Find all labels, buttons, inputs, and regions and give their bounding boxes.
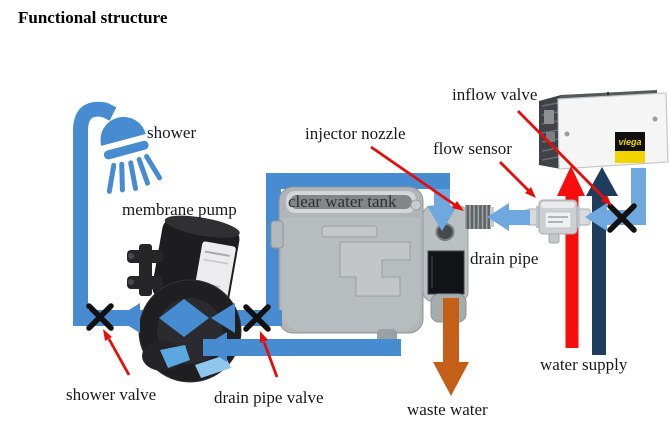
drain-pipe-valve-pointer	[262, 341, 279, 378]
controller-logo-plate	[615, 132, 645, 151]
flow-sensor-icon	[526, 199, 591, 244]
shower-spray-lines	[106, 154, 163, 194]
controller-screw	[652, 116, 658, 122]
shower-valve-pointer	[107, 338, 131, 376]
shower-head-dome	[100, 116, 146, 146]
label-drain-pipe: drain pipe	[470, 249, 539, 268]
controller-vent-patch	[546, 132, 555, 142]
label-inflow-valve: inflow valve	[452, 85, 538, 104]
injector-nozzle-pointer	[370, 145, 456, 207]
controller-logo-band	[615, 151, 645, 163]
inflow-valve-pointer	[517, 110, 606, 200]
tank-rim-knob	[410, 199, 422, 211]
pump-bolt	[128, 253, 134, 259]
annotation-arrows	[103, 110, 612, 378]
tank-left-pipe	[266, 173, 281, 326]
drain-pipe-valve-pointer-head	[260, 331, 268, 343]
injector-nozzle-pointer-head	[452, 201, 464, 211]
pump-bolt	[128, 279, 134, 285]
waste-water-arrow	[433, 298, 469, 396]
hot-supply-arrow	[557, 166, 585, 348]
drain-pipe-valve-x-icon	[243, 304, 271, 332]
flow-sensor-left-flange	[536, 206, 540, 228]
flow-arrow-to-shower	[116, 303, 140, 333]
flow-sensor-label-plate	[544, 211, 572, 229]
pump-blue-diaphragm	[160, 345, 190, 368]
tank-rim-shadow	[290, 195, 412, 209]
label-drain-pipe-valve: drain pipe valve	[214, 388, 324, 407]
label-injector-nozzle: injector nozzle	[305, 124, 406, 143]
label-shower: shower	[147, 123, 197, 142]
shower-riser-pipe	[73, 101, 117, 318]
shower-valve-pointer-head	[103, 329, 112, 341]
flow-arrow-sensor-to-nozzle	[487, 203, 530, 231]
flow-sensor-bottom-nub	[548, 233, 560, 244]
tank-inlet-corner	[434, 173, 450, 193]
controller-vent-patch	[544, 110, 554, 124]
controller-screw	[564, 131, 570, 137]
drain-unit-screen	[427, 250, 465, 295]
shower-valve-x-icon	[86, 303, 114, 331]
tank-molded-bar	[321, 225, 378, 238]
drain-unit-inlet-hole	[435, 223, 455, 241]
flow-sensor-top-highlight	[541, 202, 575, 208]
tank-drain-pipe	[203, 332, 401, 362]
flow-sensor-pointer-head	[525, 187, 536, 198]
flow-sensor-right-flange	[576, 206, 580, 228]
controller-front-face	[557, 92, 669, 170]
shower-icon	[100, 116, 163, 194]
label-water-supply: water supply	[540, 355, 628, 374]
label-flow-sensor: flow sensor	[433, 139, 512, 158]
controller-box-icon: viega	[539, 90, 669, 170]
label-shower-valve: shower valve	[66, 385, 157, 404]
label-membrane-pump: membrane pump	[122, 200, 237, 219]
inflow-valve-pointer-head	[601, 195, 612, 206]
tank-molded-bracket	[339, 241, 411, 297]
tank-top-pipe	[266, 173, 450, 189]
inflow-valve-x-icon	[607, 203, 637, 233]
page-title: Functional structure	[18, 8, 168, 27]
controller-logo-text: viega	[618, 137, 641, 147]
clear-water-tank-icon	[270, 186, 469, 344]
flow-sensor-pointer	[499, 161, 530, 192]
pump-bracket	[127, 244, 163, 296]
flow-arrow-drain	[203, 332, 227, 362]
shower-head-bar	[103, 140, 149, 160]
flow-arrow-to-pump	[211, 303, 235, 333]
pump-blue-clamp	[195, 355, 231, 378]
label-clear-water-tank: clear water tank	[288, 192, 397, 211]
tank-left-tab	[270, 220, 284, 249]
label-waste-water: waste water	[407, 400, 488, 419]
pump-pipe-diamond	[159, 299, 209, 337]
